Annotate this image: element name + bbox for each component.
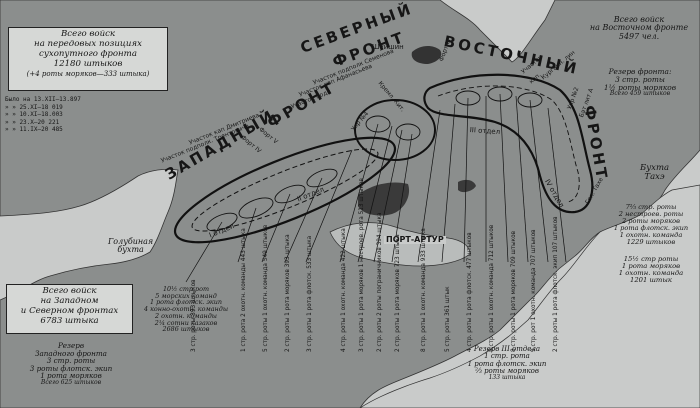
history-line: » » 23.X—20 221 <box>5 118 60 126</box>
history-line: » » 10.XI—18.003 <box>5 111 63 118</box>
unit-line: 1229 штыков <box>626 237 676 246</box>
west-reserve: Резерв Западного фронта 3 стр. роты 3 ро… <box>16 342 126 386</box>
unit-line: 2 нестроев. роты <box>618 209 684 218</box>
box-line: (+4 роты моряков—333 штыка) <box>26 69 150 78</box>
unit-column-label: 8 стр. роты 1 охотн. команда 933 штыка <box>419 228 427 352</box>
unit-line: 4 конно-охотн. команды <box>143 305 229 314</box>
golubinaya-bay: Голубиная бухта <box>108 237 154 255</box>
box-line: на Западном <box>40 295 99 306</box>
west-front-inner <box>191 148 379 232</box>
unit-column-label: 2 стр. роты 1 рота флотск. экип 107 штык… <box>551 216 559 352</box>
reserve-line: 3 стр. роты <box>46 356 96 366</box>
unit-line: 2686 штыков <box>162 325 210 334</box>
west-column-units: 10½ стр рот 5 морских команд 1 рота флот… <box>136 286 236 333</box>
unit-line: 1 рота моряков <box>621 262 681 271</box>
unit-line: 1 охотн. команда <box>619 230 683 239</box>
box-line: 12180 штыков <box>53 58 123 69</box>
east-front-outline <box>423 73 594 214</box>
place-line: Тахэ <box>644 171 665 182</box>
reserve-line: Резерв <box>57 341 85 350</box>
unit-line: 1 рота флотск. экип <box>613 223 689 232</box>
unit-column-label: 2 стр. роты 1 рота моряков 393 штыка <box>283 234 291 352</box>
reserve-line: Всего 625 штыков <box>40 378 102 386</box>
unit-column-label: 3 стр. роты 393 штыков <box>189 279 197 353</box>
shuishin-label: Шуйшин <box>372 43 404 51</box>
bay-units-top: 7⅔ стр. роты 2 нестроев. роты 2 роты мор… <box>606 204 696 246</box>
east-total: Всего войск на Восточном фронте 5497 чел… <box>584 15 694 41</box>
east-front-inner <box>437 85 580 203</box>
unit-column-label: 4 стр. роты 1 охотн. команда 422 штыка <box>339 228 347 352</box>
box-line: сухопутного фронта <box>39 48 137 59</box>
unit-line: 5 морских команд <box>155 291 217 300</box>
unit-column-label: 3 стр. роты 1 рота моряков 1 нестроев. р… <box>357 178 365 352</box>
west-front-outline <box>173 136 397 244</box>
total-line: Всего войск <box>613 15 665 24</box>
history-line: » » 25.XI—18 019 <box>5 103 63 111</box>
port-arthur-label: ПОРТ-АРТУР <box>384 235 446 245</box>
unit-line: 1 охотн. команда <box>618 269 684 278</box>
unit-column-label: 5 стр. роты 1 охотн. команда 712 штыков <box>487 224 495 352</box>
unit-column-label: 4 стр. роты 1 рота флотск. 477 штыков <box>465 232 473 352</box>
reserve-line: 3 роты флотск. экип <box>29 363 113 373</box>
box-line: Всего войск <box>60 29 116 39</box>
reserve-line: 1 стр. рота <box>484 352 530 361</box>
reserve-line: Резерв III отдела <box>473 345 541 353</box>
reserve-line: ⅔ роты моряков <box>475 367 539 376</box>
box-line: на передовых позициях <box>34 38 142 49</box>
unit-line: 1 рота флотск. экип <box>149 298 222 307</box>
unit-line: 7⅔ стр. роты <box>625 203 677 211</box>
shuishin-island <box>411 46 442 64</box>
city-block-2 <box>458 179 476 193</box>
reserve-line: Резерв фронта: <box>608 67 672 76</box>
unit-line: 2 охотн. команды <box>155 311 217 320</box>
unit-line: 2¼ сотни казаков <box>154 318 218 327</box>
reserve-iii-otdel: Резерв III отдела 1 стр. рота 1 рота фло… <box>452 345 562 382</box>
reserve-line: Западного фронта <box>35 348 107 358</box>
frontline-total-box: Всего войск на передовых позициях сухопу… <box>8 27 168 91</box>
total-line: на Восточном фронте <box>589 23 689 33</box>
unit-column-label: 9 стр. рот 1 охотн. команда 707 штыков <box>529 229 537 352</box>
box-line: Всего войск <box>42 286 97 296</box>
reserve-line: 1 рота моряков <box>40 371 102 381</box>
west-north-total-box: Всего войск на Западном и Северном фронт… <box>6 284 133 334</box>
takhe-bay <box>359 184 700 408</box>
reserve-line: Всего 459 штыков <box>609 90 671 98</box>
bay-units-bottom: 15½ стр роты 1 рота моряков 1 охотн. ком… <box>606 255 696 285</box>
reserve-line: 1½ роты моряков <box>603 82 677 92</box>
place-line: Бухта <box>640 163 670 173</box>
total-line: 5497 чел. <box>618 31 660 41</box>
reserve-line: 1 рота флотск. экип <box>467 359 547 368</box>
reserve-line: 133 штыка <box>488 374 526 382</box>
east-reserve: Резерв фронта: 3 стр. роты 1½ роты моряк… <box>590 68 690 98</box>
unit-line: 1201 штык <box>630 276 672 285</box>
north-front-outline <box>354 99 436 161</box>
unit-line: 2 роты моряков <box>622 216 680 225</box>
box-line: и Северном фронтах <box>20 305 119 316</box>
unit-column-label: 5 стр. роты 1 охотн. команда 549 штыков <box>261 224 269 352</box>
takhe-bay-label: Бухта Тахэ <box>640 164 669 182</box>
box-line: 6783 штыка <box>40 315 99 326</box>
city-block <box>358 182 410 216</box>
unit-column-label: 8 стр. роты 1 рота моряков 709 штыков <box>509 230 517 352</box>
unit-column-label: 1 стр. рота 2 охотн. команды 443 штыка <box>239 228 247 352</box>
unit-column-label: 2 стр. роты 1 рота моряков 723 штыка <box>393 234 401 352</box>
unit-column-label: 2 стр. роты 2 роты пограничников 394 шты… <box>375 212 383 352</box>
unit-line: 10½ стр рот <box>162 285 210 293</box>
reserve-line: 3 стр. роты <box>615 74 665 84</box>
history-line: Было на 13.XII—13.897 <box>5 96 81 103</box>
unit-column-label: 5 стр. роты 361 штык <box>443 286 451 352</box>
history-line: » » 11.IX—20 485 <box>5 126 63 133</box>
place-line: Голубиная <box>108 237 154 246</box>
place-line: бухта <box>117 245 144 255</box>
history-stats: Было на 13.XII—13.897 » » 25.XI—18 019 »… <box>5 96 81 134</box>
unit-line: 15½ стр роты <box>623 255 679 263</box>
unit-column-label: 3 стр. роты 1 рота флотск. 533 штыка <box>305 235 313 352</box>
